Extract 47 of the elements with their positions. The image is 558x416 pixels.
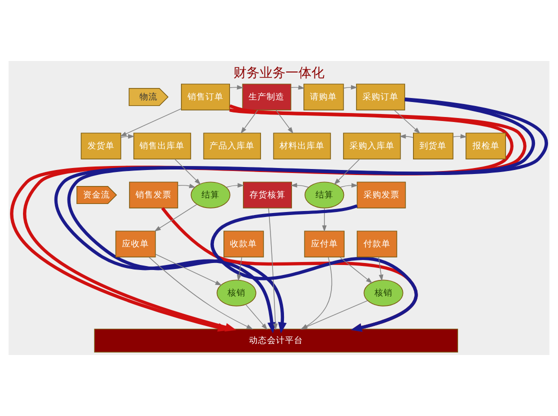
node-box: 发货单: [80, 132, 122, 160]
arrow: [120, 134, 135, 139]
arrow: [343, 85, 358, 90]
node-box: 存货核算: [242, 182, 292, 208]
arrow: [378, 256, 384, 282]
node-box: 应付单: [304, 230, 345, 258]
arrow: [148, 256, 254, 330]
node-ellipse: 核销: [364, 280, 404, 306]
diagram-title: 财务业务一体化: [234, 66, 325, 82]
arrow: [120, 108, 182, 137]
node-box: 收款单: [224, 230, 264, 258]
arrow: [174, 158, 201, 185]
arrow: [290, 183, 309, 188]
arrow: [340, 183, 358, 188]
node-box: 采购订单: [356, 84, 406, 110]
arrow: [240, 110, 258, 134]
arrow: [268, 208, 278, 330]
arrow: [340, 256, 372, 284]
node-box: 请购单: [303, 84, 344, 110]
node-box: 报检单: [466, 132, 506, 160]
node-box: 产品入库单: [203, 132, 261, 160]
node-box: 销售订单: [180, 84, 230, 110]
arrow: [452, 134, 467, 139]
arrow: [226, 183, 244, 188]
arrow: [177, 184, 196, 188]
node-ellipse: 结算: [190, 182, 230, 208]
arrow: [155, 254, 222, 286]
node-box: 到货单: [413, 132, 454, 160]
node-box: 采购发票: [356, 182, 406, 208]
node-box: 销售出库单: [133, 132, 192, 160]
node-box: 应收单: [115, 230, 156, 258]
arrow: [154, 204, 198, 232]
node-box: 动态会计平台: [94, 328, 458, 352]
node-box: 生产制造: [242, 84, 292, 110]
arrow: [394, 110, 420, 134]
node-ellipse: 核销: [216, 280, 256, 306]
node-box: 付款单: [356, 230, 398, 258]
arrow: [246, 304, 268, 330]
arrow: [322, 208, 327, 232]
node-box: 采购入库单: [343, 132, 401, 160]
arrow: [334, 158, 360, 185]
arrow: [399, 134, 414, 139]
arrow: [276, 110, 294, 134]
arrow: [236, 256, 242, 282]
node-box: 销售发票: [129, 182, 178, 208]
node-box: 材料出库单: [273, 132, 331, 160]
node-ellipse: 结算: [304, 182, 344, 208]
